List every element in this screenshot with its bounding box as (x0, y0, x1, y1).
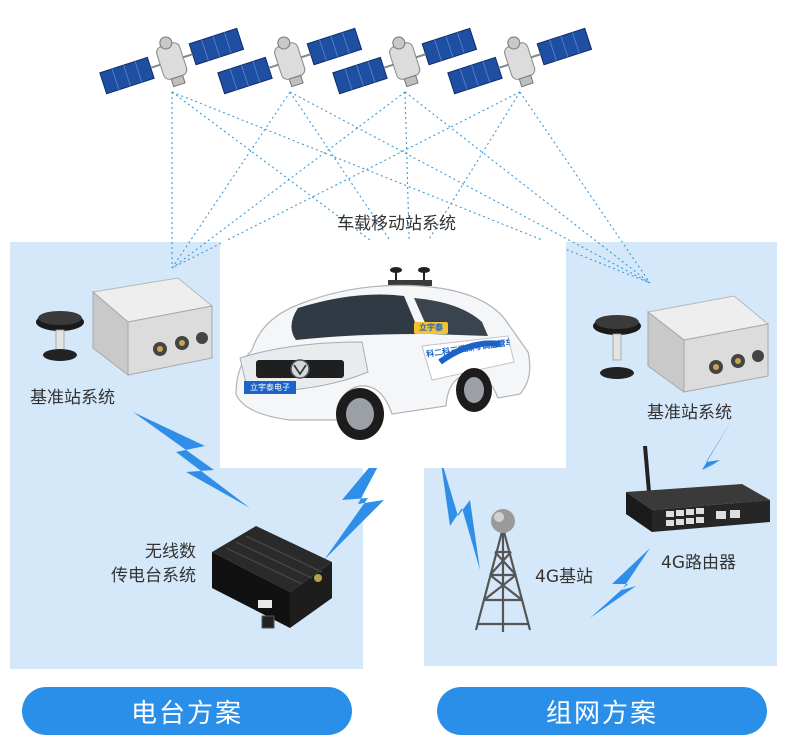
car-plate: 立宇泰电子 (250, 383, 290, 392)
satellite-icon (332, 27, 478, 95)
cell-tower-icon (474, 527, 532, 632)
base-station-right-label: 基准站系统 (647, 403, 732, 423)
satellite-icon (217, 27, 363, 95)
router-icon (626, 445, 770, 532)
radio-transmitter-icon (212, 526, 332, 629)
satellite-link (289, 91, 411, 271)
signal-bolt-icon (324, 440, 392, 560)
satellite-link (171, 91, 406, 269)
gnss-antenna-icon (36, 311, 84, 361)
signal-bolt-icon (590, 548, 650, 618)
wireless-signals (133, 412, 732, 618)
signal-bolt-icon (668, 420, 732, 494)
radio-label-line2: 传电台系统 (111, 566, 196, 586)
base-receiver-icon (646, 295, 770, 393)
satellite-icon (447, 27, 593, 95)
satellite-icon (99, 27, 245, 95)
vehicle-system-label: 车载移动站系统 (337, 214, 456, 234)
base-receiver-icon (91, 277, 214, 377)
network-scheme-button[interactable]: 组网方案 (437, 687, 767, 735)
satellite-links (171, 91, 651, 284)
satellite-link (171, 91, 291, 269)
satellite-link (404, 91, 651, 284)
tower-dish-highlight (494, 512, 504, 522)
car-roof-sign: 立宇泰 (419, 323, 443, 332)
radio-system-label: 无线数 传电台系统 (96, 540, 196, 588)
satellite-link (171, 91, 651, 284)
signal-bolt-icon (440, 456, 480, 570)
vehicle-car-icon (222, 240, 566, 468)
router-label: 4G路由器 (661, 553, 736, 573)
tower-label: 4G基站 (535, 567, 593, 587)
base-station-left-label: 基准站系统 (30, 388, 115, 408)
radio-scheme-button[interactable]: 电台方案 (22, 687, 352, 735)
signal-bolt-icon (133, 412, 250, 508)
satellite-link (519, 91, 651, 284)
tower-dish (491, 509, 515, 533)
gnss-antenna-icon (593, 315, 641, 379)
radio-label-line1: 无线数 (145, 542, 196, 562)
